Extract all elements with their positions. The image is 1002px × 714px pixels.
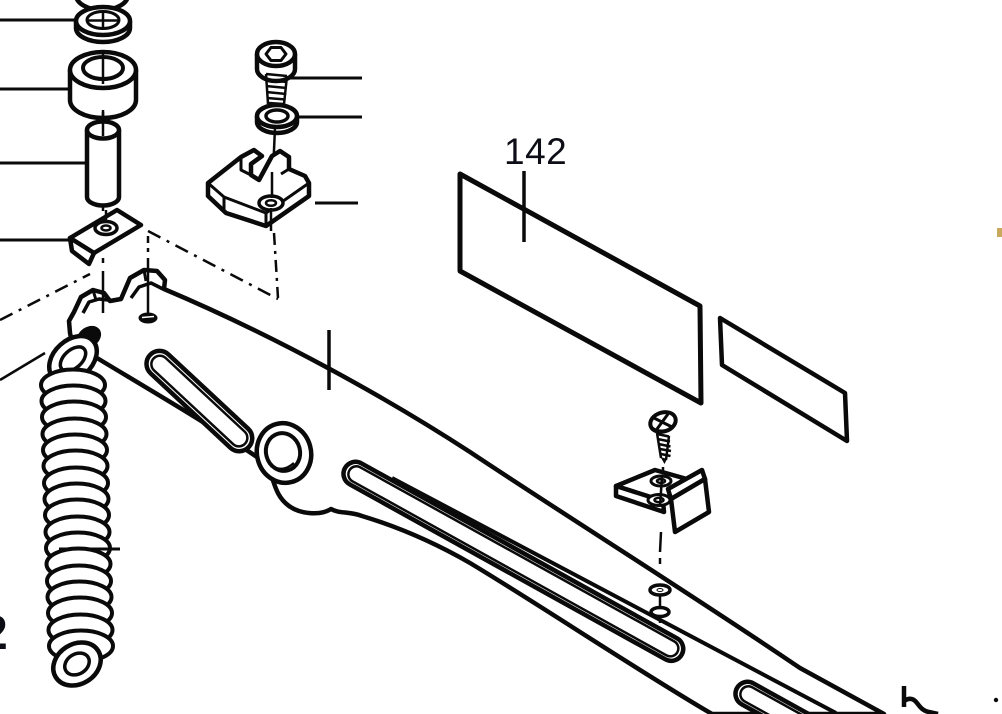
arm-hub-boss bbox=[254, 420, 314, 486]
flat-washer bbox=[254, 102, 300, 136]
u-clamp-bracket bbox=[205, 147, 312, 231]
screw-threads bbox=[656, 432, 672, 458]
pointer-line-fragment bbox=[0, 351, 46, 382]
arm-crease-line bbox=[391, 476, 837, 714]
leader-lines-left bbox=[0, 18, 87, 242]
dash-dot-line bbox=[147, 229, 279, 301]
cylindrical-pin bbox=[84, 112, 122, 208]
tapping-screw bbox=[648, 410, 678, 464]
lever-arm bbox=[66, 267, 1002, 714]
figure-number-label: 142 bbox=[504, 131, 567, 172]
phillips-cross bbox=[653, 413, 673, 430]
tapping-screw-assembly bbox=[613, 410, 712, 623]
partial-figure-number: 2 bbox=[0, 607, 8, 660]
flat-washer-with-cross bbox=[73, 4, 133, 45]
edge-fragment-marks bbox=[901, 228, 1002, 714]
leader-lines-right bbox=[285, 76, 362, 205]
dash-dot-line bbox=[0, 272, 91, 322]
cap-screw-assembly bbox=[205, 39, 362, 231]
dash-dot-line bbox=[272, 232, 280, 299]
spring-bottom-hook bbox=[51, 640, 103, 688]
arm-slot-2 bbox=[341, 459, 686, 664]
lug-chamfer bbox=[91, 269, 148, 301]
name-plate-small bbox=[717, 315, 850, 444]
arm-slot-1 bbox=[144, 348, 255, 454]
lever-arm-outline bbox=[66, 267, 887, 714]
screw-threads bbox=[265, 72, 288, 106]
arm-surface-hole bbox=[138, 312, 158, 324]
fastener-stack bbox=[67, 0, 144, 267]
scan-artifact bbox=[997, 228, 1002, 237]
name-plate-large bbox=[457, 171, 704, 406]
hex-socket bbox=[264, 46, 288, 62]
figure-callout: 142 bbox=[504, 131, 567, 242]
angle-bracket bbox=[613, 467, 712, 535]
wedge-block bbox=[67, 207, 144, 267]
construction-lines bbox=[147, 229, 280, 301]
tension-spring bbox=[39, 333, 120, 688]
clipped-part-fragment bbox=[901, 686, 939, 714]
lug-inner-edge bbox=[129, 281, 164, 300]
spring-coils bbox=[39, 367, 115, 664]
socket-cap-screw bbox=[254, 39, 298, 106]
arm-slot-3 bbox=[733, 679, 1002, 714]
tip-center-lines bbox=[0, 236, 150, 382]
bushing-spacer bbox=[67, 49, 139, 121]
small-washer-pair bbox=[648, 531, 672, 623]
